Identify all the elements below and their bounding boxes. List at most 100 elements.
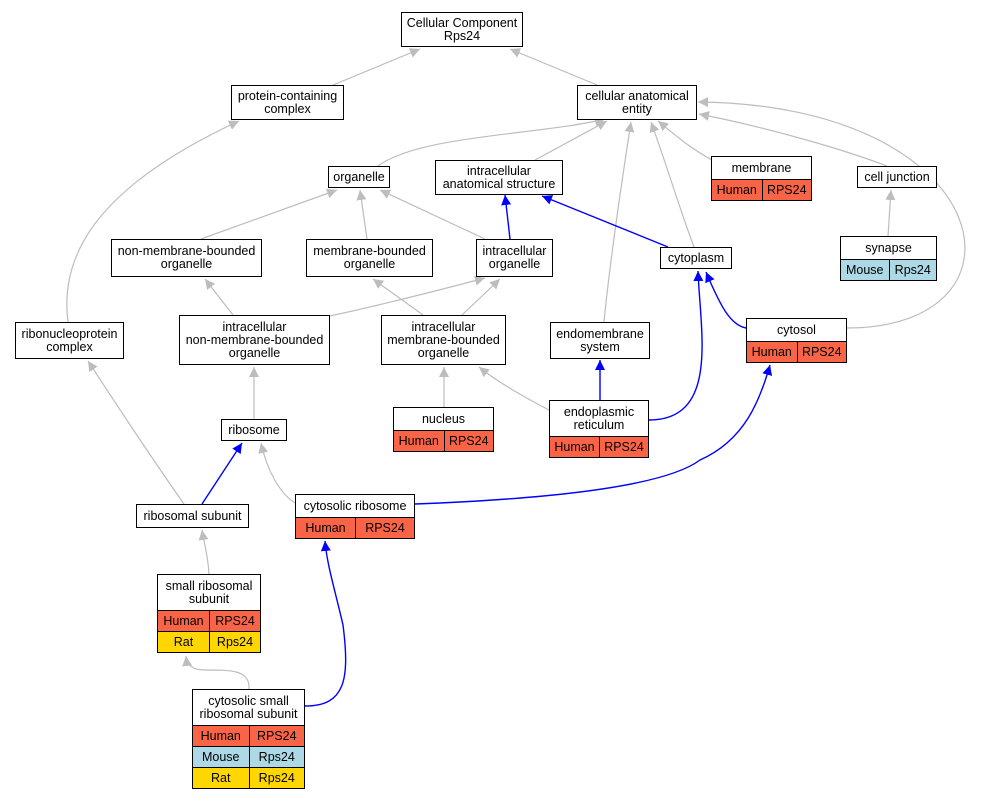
- node-label: synapse: [865, 240, 912, 255]
- edge-part-of-ribosomal-subunit-to-ribosome: [201, 442, 243, 505]
- node-cell-junction[interactable]: cell junction: [857, 166, 937, 188]
- edge-part-of-cytosolic-ribosome-to-cytosol: [414, 364, 773, 505]
- edge-is-a-cellular-anatomical-entity-to-cellular-component: [509, 48, 598, 86]
- edge-part-of-endoplasmic-reticulum-to-cytoplasm: [648, 270, 704, 421]
- gene-symbol: RPS24: [761, 180, 811, 200]
- node-label: membrane: [731, 160, 792, 175]
- edge-is-a-ribonucleoprotein-complex-to-protein-containing-complex: [66, 120, 240, 323]
- gene-symbol: Rps24: [888, 260, 936, 280]
- gene-symbol: RPS24: [209, 611, 260, 631]
- node-label: organelle: [333, 169, 385, 184]
- species-human: Human: [158, 611, 209, 631]
- edge-is-a-intracellular-non-membrane-bounded-organelle-to-non-membrane-bounded-organelle: [204, 278, 234, 316]
- edge-is-a-intracellular-membrane-bounded-organelle-to-intracellular-organelle: [461, 278, 501, 316]
- edge-part-of-cytosol-to-cytoplasm: [705, 271, 747, 329]
- edge-is-a-organelle-to-cellular-anatomical-entity: [377, 116, 606, 167]
- species-human: Human: [193, 726, 249, 746]
- edge-is-a-intracellular-membrane-bounded-organelle-to-membrane-bounded-organelle: [372, 278, 424, 316]
- species-human: Human: [747, 342, 797, 362]
- edge-is-a-cytosol-to-cellular-anatomical-entity: [697, 97, 966, 329]
- edge-is-a-non-membrane-bounded-organelle-to-organelle: [200, 188, 338, 240]
- node-organelle[interactable]: organelle: [328, 166, 390, 188]
- edge-is-a-cytoplasm-to-cellular-anatomical-entity: [649, 121, 695, 248]
- node-label: cytosolic ribosome: [303, 498, 407, 513]
- edge-part-of-cytosolic-small-ribosomal-subunit-to-cytosolic-ribosome: [304, 540, 347, 707]
- species-rat: Rat: [193, 768, 249, 788]
- node-ribosomal-subunit[interactable]: ribosomal subunit: [136, 504, 249, 528]
- edge-is-a-membrane-bounded-organelle-to-organelle: [356, 189, 368, 240]
- edge-is-a-cell-junction-to-cellular-anatomical-entity: [698, 111, 888, 167]
- edge-is-a-endomembrane-system-to-cellular-anatomical-entity: [603, 121, 635, 323]
- node-label: ribosomal subunit: [143, 508, 242, 523]
- node-label: cell junction: [864, 169, 930, 184]
- node-label: ribosome: [228, 422, 280, 437]
- edge-part-of-intracellular-organelle-to-intracellular-anatomical-structure: [501, 194, 512, 240]
- node-label: cytosol: [777, 322, 816, 337]
- species-rat: Rat: [158, 632, 209, 652]
- edge-is-a-endoplasmic-reticulum-to-intracellular-membrane-bounded-organelle: [478, 366, 550, 411]
- species-human: Human: [550, 437, 599, 457]
- node-ribosome[interactable]: ribosome: [221, 419, 287, 441]
- node-cytoplasm[interactable]: cytoplasm: [660, 247, 732, 269]
- edge-is-a-intracellular-non-membrane-bounded-organelle-to-intracellular-organelle: [329, 275, 486, 317]
- gene-symbol: RPS24: [248, 726, 304, 746]
- species-mouse: Mouse: [841, 260, 889, 280]
- edge-is-a-ribosomal-subunit-to-ribonucleoprotein-complex: [87, 360, 185, 505]
- species-human: Human: [394, 431, 444, 451]
- gene-symbol: Rps24: [248, 747, 304, 767]
- edge-is-a-cytosolic-ribosome-to-ribosome: [258, 442, 298, 505]
- edge-is-a-intracellular-organelle-to-organelle: [379, 189, 486, 240]
- node-label: cytoplasm: [667, 250, 725, 265]
- species-mouse: Mouse: [193, 747, 249, 767]
- node-label: nucleus: [421, 411, 466, 426]
- edge-is-a-synapse-to-cell-junction: [885, 189, 896, 237]
- edge-is-a-small-ribosomal-subunit-to-ribosomal-subunit: [198, 529, 210, 575]
- gene-symbol: RPS24: [796, 342, 846, 362]
- gene-symbol: RPS24: [443, 431, 493, 451]
- edge-is-a-membrane-to-cellular-anatomical-entity: [657, 120, 713, 161]
